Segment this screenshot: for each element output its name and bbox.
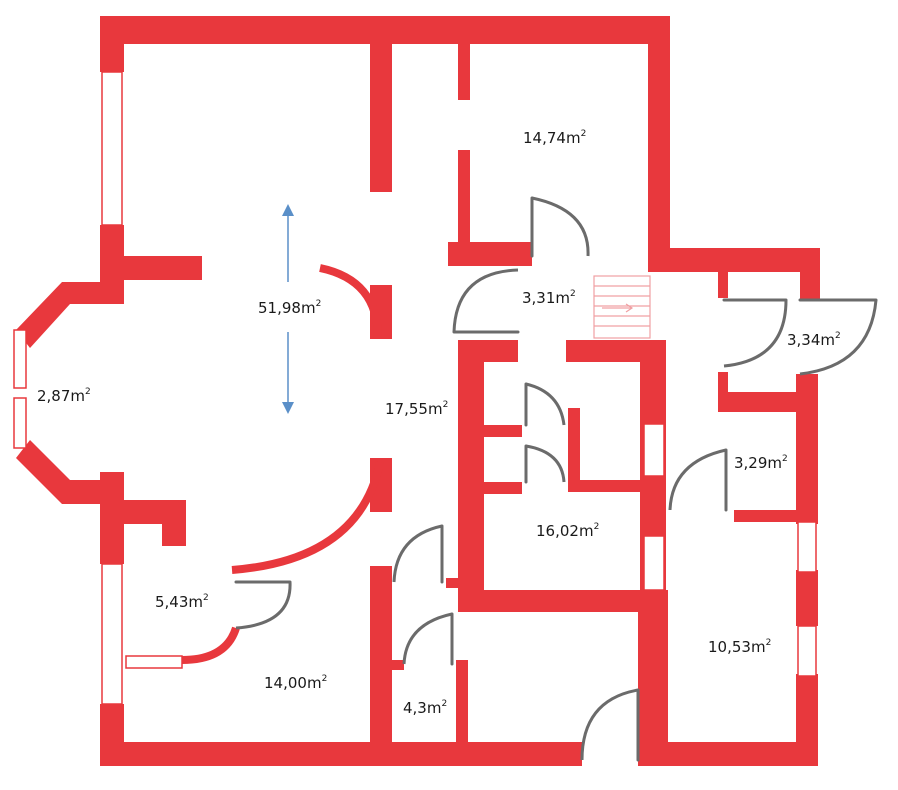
room-area-label: 3,34m2 — [787, 331, 841, 349]
window-west-bottom — [101, 563, 123, 705]
door-cupboard-lower — [524, 444, 566, 484]
door-bedroom-ne — [530, 196, 590, 258]
room-area-label: 3,29m2 — [734, 454, 788, 472]
door-wc-lower — [402, 612, 454, 666]
room-area-label: 3,31m2 — [522, 289, 576, 307]
door-closet-east-outer — [798, 298, 878, 376]
room-area-label: 4,3m2 — [403, 699, 447, 717]
doors — [234, 196, 878, 762]
door-cupboard-upper — [524, 382, 566, 427]
window-east-lower — [797, 625, 817, 677]
door-entrance — [580, 688, 640, 762]
room-area-label: 51,98m2 — [258, 299, 321, 317]
room-area-label: 16,02m2 — [536, 522, 599, 540]
outer-walls — [16, 16, 820, 766]
windows — [13, 71, 817, 705]
door-bath-east — [668, 448, 728, 512]
window-central-upper — [643, 423, 665, 477]
door-closet-east-inner — [722, 298, 788, 368]
room-area-label: 5,43m2 — [155, 593, 209, 611]
window-bay-bottom — [13, 397, 27, 449]
room-labels: 51,98m2 14,74m2 3,31m2 3,34m2 2,87m2 17,… — [37, 129, 841, 717]
room-area-label: 14,74m2 — [523, 129, 586, 147]
room-area-label: 2,87m2 — [37, 387, 91, 405]
door-hall-small — [452, 268, 520, 334]
window-central-lower — [643, 535, 665, 591]
stairs-icon — [593, 275, 651, 339]
door-wc-upper — [392, 524, 444, 584]
window-east-upper — [797, 521, 817, 573]
room-area-label: 10,53m2 — [708, 638, 771, 656]
window-bay-top — [13, 329, 27, 389]
window-west-top — [101, 71, 123, 226]
room-area-label: 17,55m2 — [385, 400, 448, 418]
door-kitchen — [234, 580, 292, 630]
room-area-label: 14,00m2 — [264, 674, 327, 692]
window-kitchen-sill — [125, 655, 183, 669]
curved-partitions — [181, 264, 384, 664]
